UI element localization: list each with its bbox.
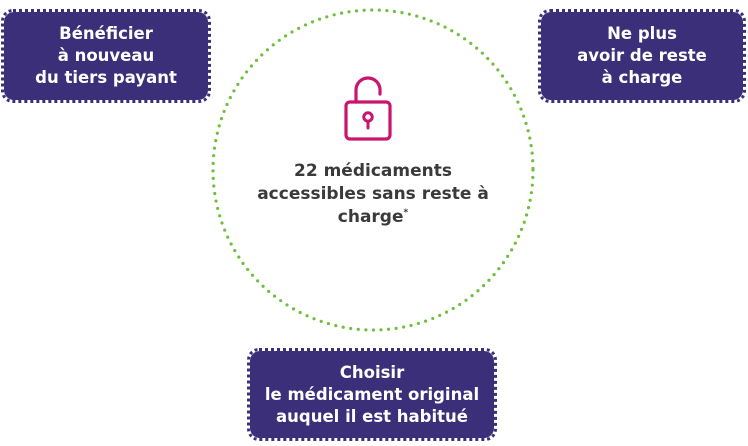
- tag-line: Bénéficier: [59, 24, 153, 43]
- center-statement: 22 médicaments accessibles sans reste à …: [238, 160, 508, 229]
- center-line: 22 médicaments: [294, 161, 452, 181]
- tag-line: à nouveau: [57, 46, 155, 65]
- center-line-charge: charge*: [238, 206, 508, 229]
- tag-line: avoir de reste: [577, 46, 707, 65]
- benefit-tag-reste-a-charge: Ne plus avoir de reste à charge: [538, 9, 746, 103]
- tag-line: à charge: [601, 68, 683, 87]
- benefit-tag-tiers-payant: Bénéficier à nouveau du tiers payant: [1, 9, 211, 103]
- center-line: charge: [337, 207, 404, 227]
- tag-line: le médicament original: [264, 384, 480, 404]
- tag-line: Choisir: [339, 362, 405, 382]
- tag-line: du tiers payant: [35, 68, 177, 87]
- center-line: accessibles sans reste à: [257, 184, 489, 204]
- benefit-tag-medicament-original: Choisir le médicament original auquel il…: [247, 348, 497, 441]
- tag-line: Ne plus: [607, 24, 677, 43]
- lock-open-icon: [344, 76, 392, 141]
- tag-line: auquel il est habitué: [276, 406, 468, 426]
- footnote-mark: *: [403, 208, 409, 218]
